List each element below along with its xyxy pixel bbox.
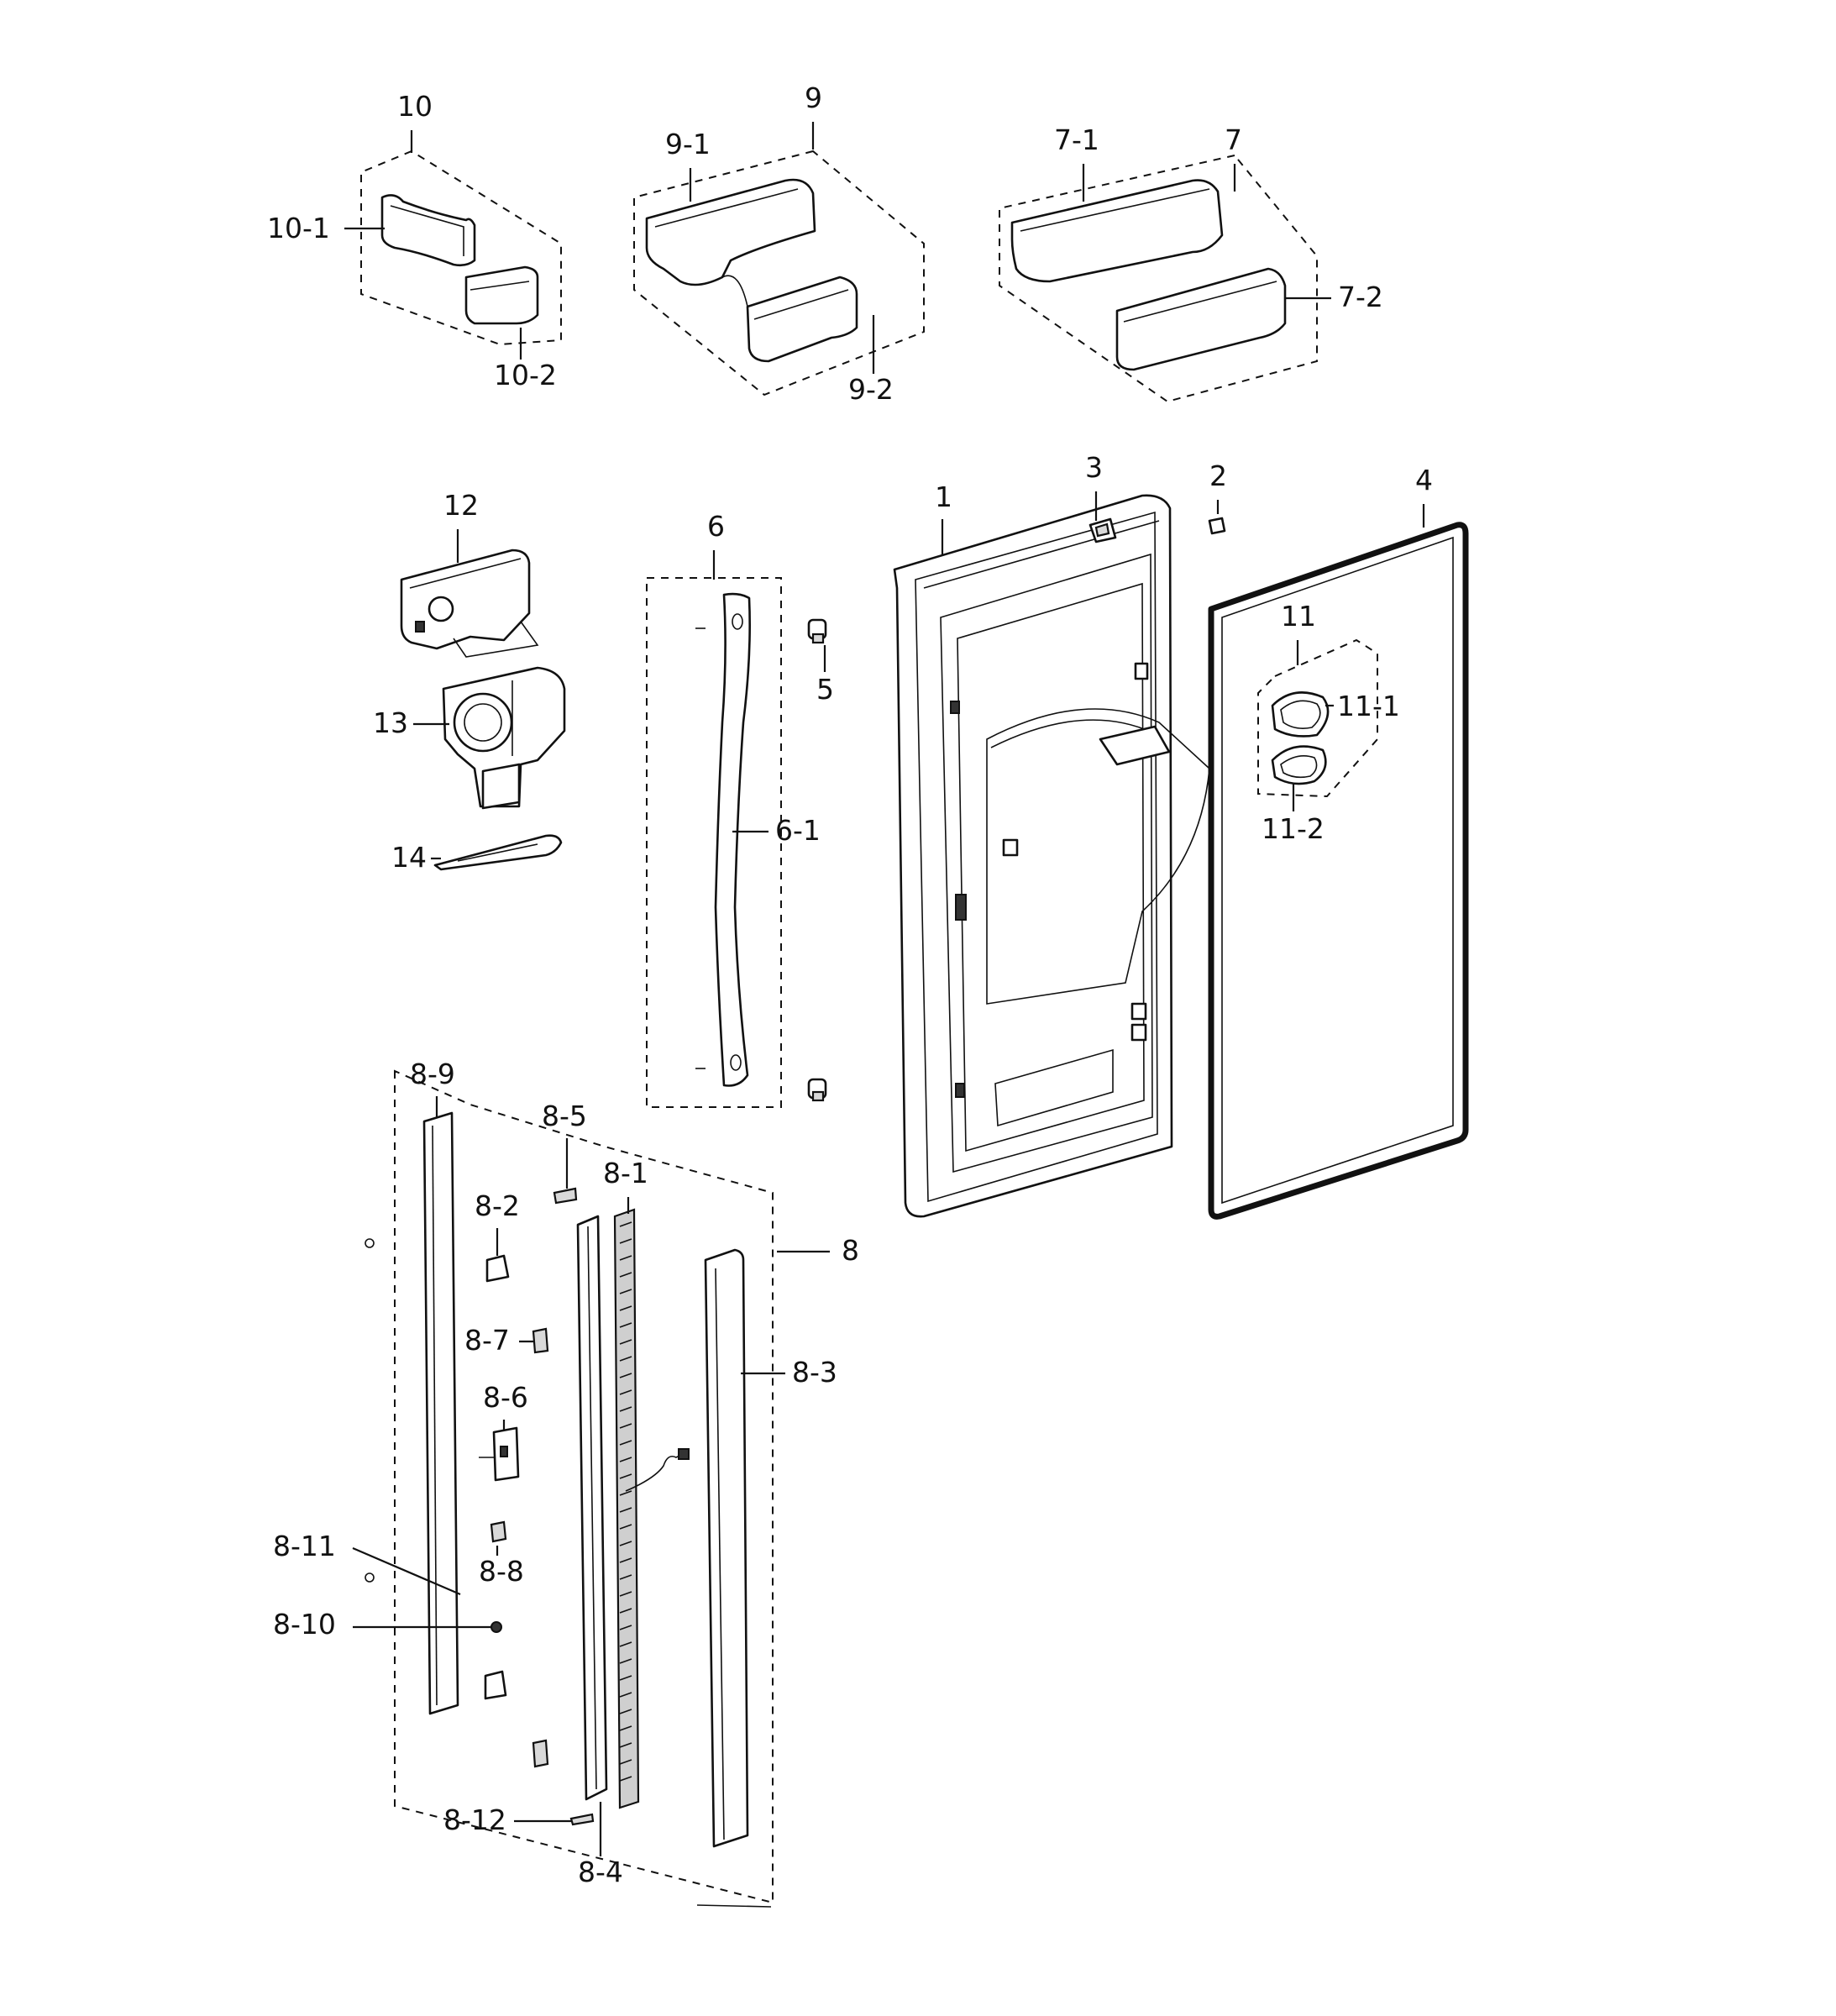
part-1-door-assembly [893,494,1210,1218]
part-14-dispenser-lever [433,834,563,871]
label-1: 1 [935,480,952,513]
label-8-8: 8-8 [479,1555,524,1588]
label-10-1: 10-1 [267,212,330,244]
label-13: 13 [373,706,408,739]
label-8-6: 8-6 [483,1381,528,1414]
part-8-12-pin [569,1813,595,1826]
label-7-2: 7-2 [1338,281,1383,313]
label-9-1: 9-1 [665,128,711,160]
label-8-4: 8-4 [578,1856,623,1888]
label-9-2: 9-2 [848,373,894,406]
label-8-7: 8-7 [464,1324,510,1357]
label-7-1: 7-1 [1054,123,1099,156]
part-8-3-cover [704,1248,749,1848]
part-3-hinge-cap [1088,517,1117,543]
label-14: 14 [391,841,427,874]
label-12: 12 [443,489,479,522]
label-8-1: 8-1 [603,1157,648,1189]
label-8-3: 8-3 [792,1356,837,1389]
part-group-11 [1257,638,1378,798]
part-8-10-screw [490,1621,502,1633]
label-9: 9 [805,81,822,114]
part-4-door-gasket [1208,522,1469,1220]
label-11-2: 11-2 [1262,812,1325,845]
label-8-11: 8-11 [273,1530,336,1562]
label-8: 8 [842,1234,859,1267]
label-2: 2 [1209,459,1227,492]
part-2-stopper [1208,517,1226,535]
part-13-dispenser-housing [442,666,566,810]
label-11: 11 [1281,600,1316,633]
part-8-7-block [532,1327,549,1354]
label-8-2: 8-2 [475,1189,520,1222]
part-8-5-clip [553,1187,578,1205]
part-8-2-hinge-bracket [485,1254,510,1283]
label-11-1: 11-1 [1337,690,1400,722]
label-3: 3 [1085,451,1103,484]
label-5: 5 [816,673,834,706]
label-10: 10 [397,90,433,123]
label-8-12: 8-12 [443,1803,506,1836]
part-8-1-hinge-strip [613,1208,640,1809]
part-8-8-block [490,1520,507,1543]
part-5-handle-bolt [807,618,827,1102]
part-group-9 [633,150,925,396]
label-4: 4 [1415,464,1433,496]
part-8-9-trim [422,1111,459,1715]
label-8-10: 8-10 [273,1608,336,1641]
part-group-6-handle [646,577,782,1108]
part-8-7-lower-block [532,1739,549,1768]
part-group-10 [360,150,562,346]
label-8-5: 8-5 [542,1100,587,1132]
label-6-1: 6-1 [775,814,821,847]
part-12-dispenser-cover [400,549,539,658]
part-8-2-lower-bracket [484,1670,507,1700]
label-10-2: 10-2 [494,359,557,391]
label-8-9: 8-9 [410,1058,455,1090]
part-group-8 [365,1069,774,1908]
label-6: 6 [707,510,725,543]
label-7: 7 [1225,123,1242,156]
part-group-7 [999,154,1318,403]
